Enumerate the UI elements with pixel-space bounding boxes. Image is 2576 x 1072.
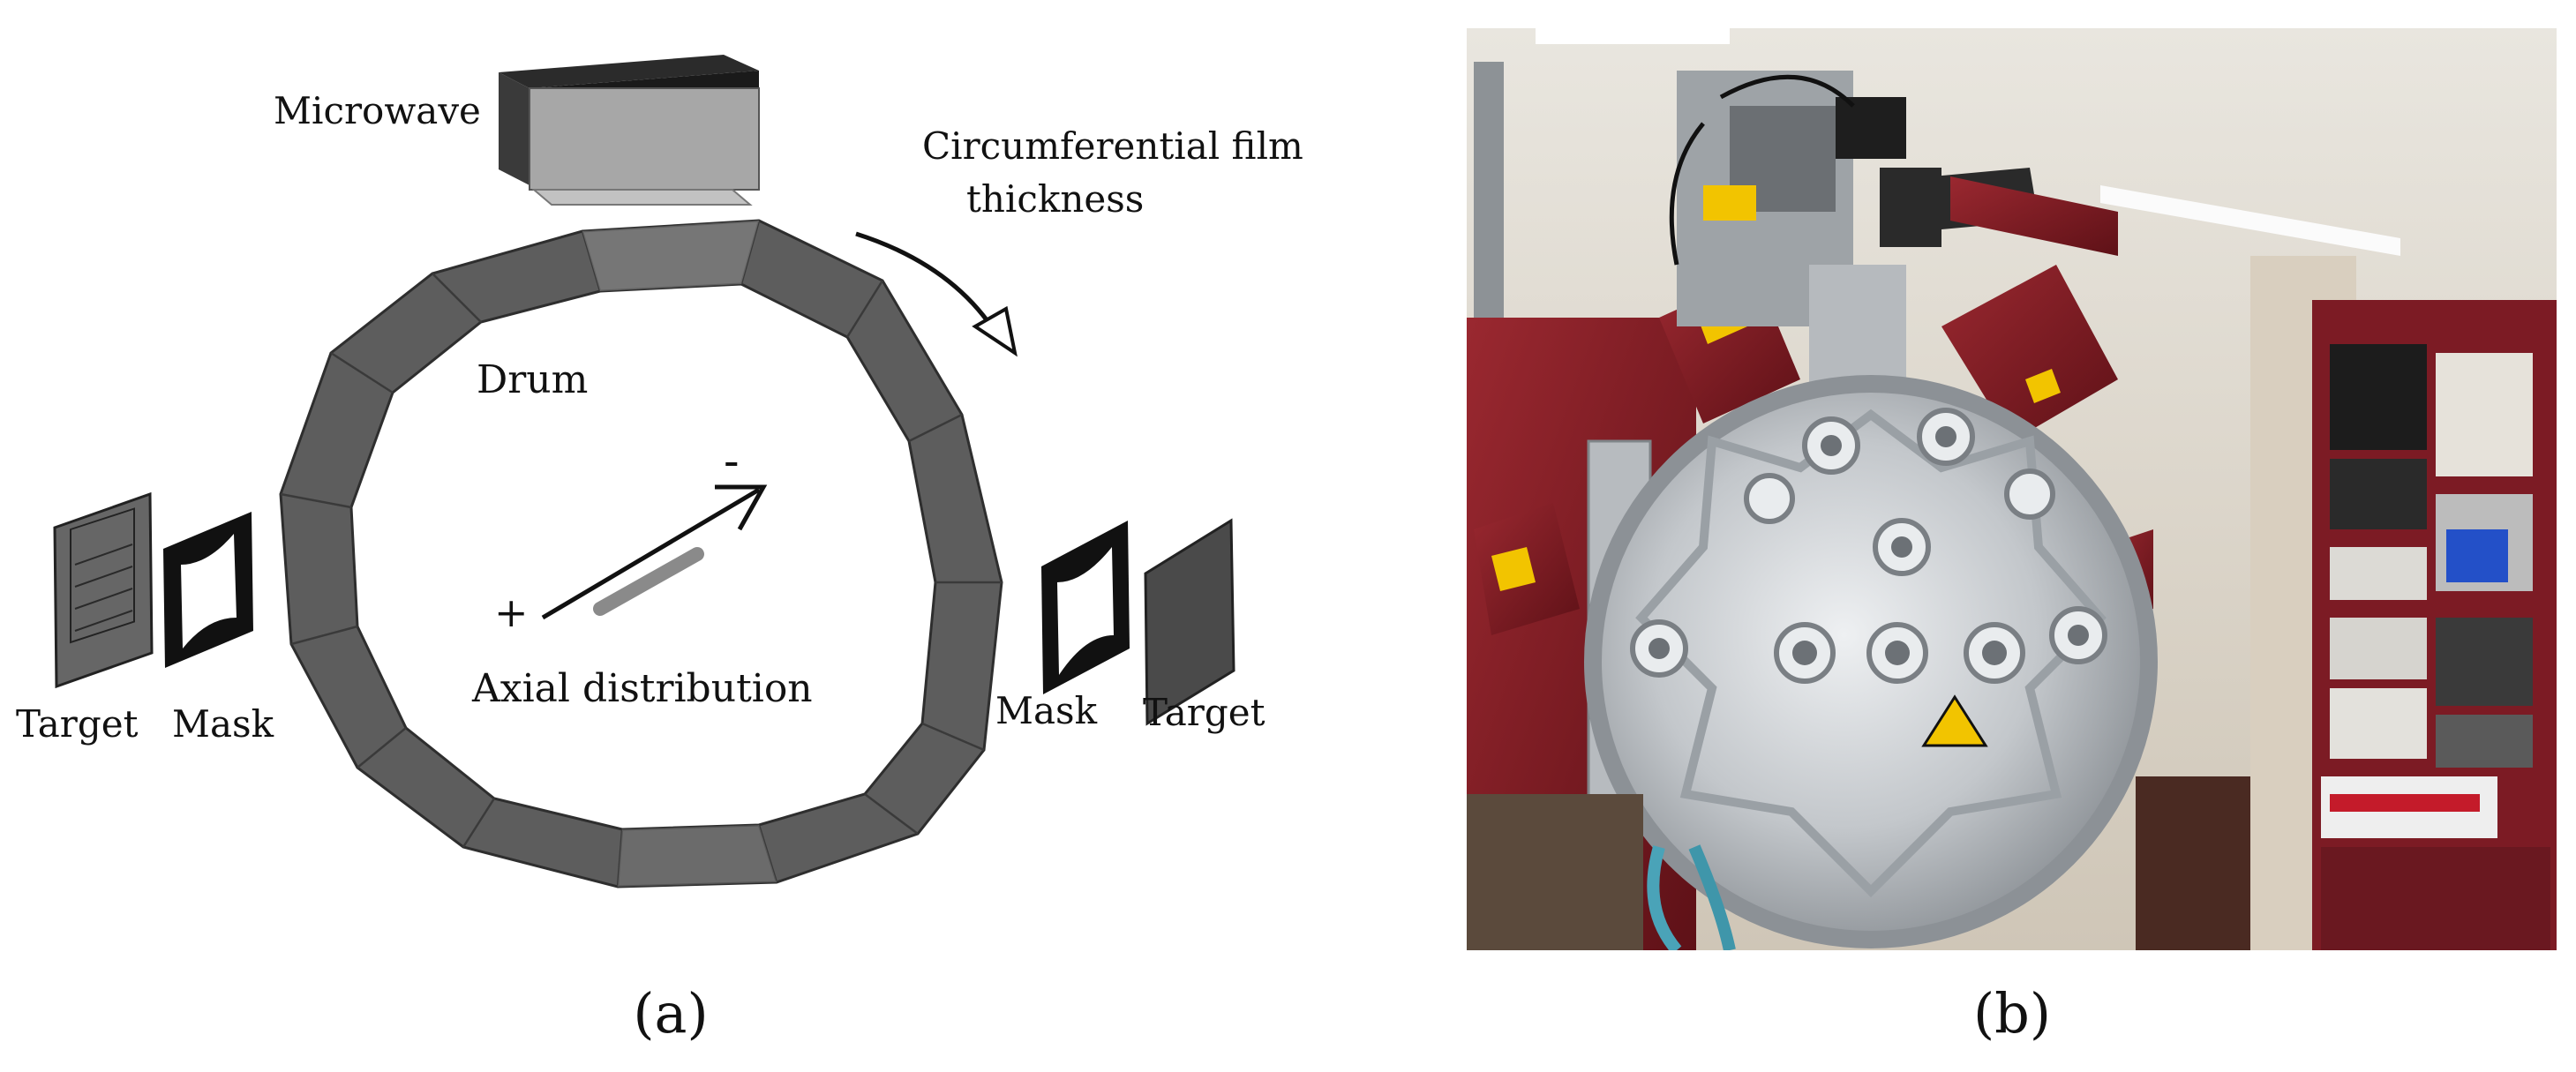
- coolant-hoses: [1647, 844, 1736, 950]
- target-right: [1144, 518, 1235, 726]
- caption-b: (b): [1973, 981, 2051, 1046]
- lower-equipment: [1467, 794, 1643, 950]
- drum-ring: [279, 219, 1003, 888]
- mask-right-label: Mask: [995, 689, 1098, 732]
- mask-left: [163, 512, 253, 668]
- ceiling-light: [1536, 28, 1730, 44]
- photo-b: (b): [1467, 28, 2557, 1046]
- target-right-label: Target: [1143, 691, 1265, 734]
- mask-right: [1041, 521, 1130, 694]
- diagram-a: Microwave Circumferential film thickness…: [16, 55, 1303, 1046]
- microwave-label: Microwave: [274, 89, 481, 132]
- circumferential-label-line1: Circumferential film: [922, 124, 1303, 168]
- equipment-rack: [2250, 256, 2557, 950]
- microwave-unit: [499, 55, 760, 206]
- mask-left-label: Mask: [172, 702, 274, 746]
- lower-cabinet: [2136, 776, 2250, 950]
- target-left-label: Target: [16, 702, 139, 746]
- drum-label: Drum: [477, 357, 588, 402]
- chamber-door: [1584, 375, 2158, 948]
- ceiling-light: [2100, 185, 2400, 256]
- plus-label: +: [494, 588, 529, 636]
- minus-label: -: [724, 435, 740, 488]
- target-left: [53, 491, 154, 689]
- circumferential-label-line2: thickness: [966, 177, 1144, 221]
- axial-arrow: [541, 484, 768, 620]
- pipe: [1474, 62, 1504, 335]
- waveguide-assembly: [1669, 71, 2118, 388]
- caption-a: (a): [633, 981, 708, 1046]
- axial-label: Axial distribution: [471, 666, 813, 711]
- circumferential-arrow: [855, 231, 1018, 357]
